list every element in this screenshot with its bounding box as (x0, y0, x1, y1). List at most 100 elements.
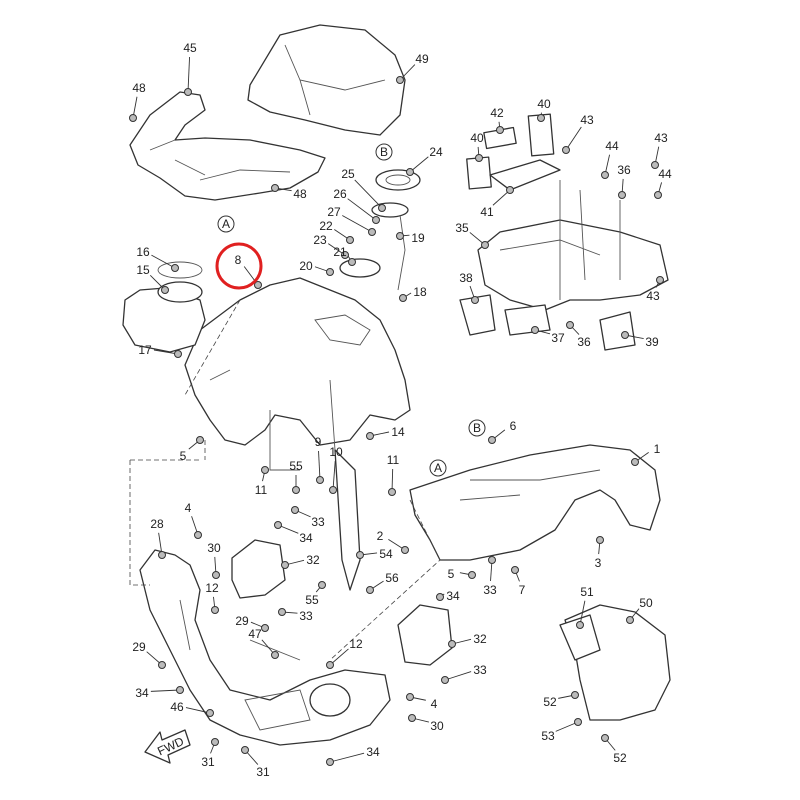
part-center-panel (184, 277, 411, 446)
leader-line (153, 349, 179, 355)
callout-34: 34 (446, 589, 460, 603)
leader-line (444, 671, 472, 681)
leader-line (347, 198, 377, 221)
callout-7: 7 (519, 583, 526, 597)
reference-marker (375, 143, 393, 161)
reference-marker (429, 459, 447, 477)
part-battery-box (477, 219, 669, 311)
fastener-icon (129, 114, 137, 122)
fastener-icon (341, 251, 349, 259)
callout-11: 11 (255, 483, 268, 497)
fastener-icon (654, 191, 662, 199)
fastener-icon (366, 432, 374, 440)
fastener-icon (271, 184, 279, 192)
fastener-icon (326, 661, 334, 669)
fastener-icon (531, 326, 539, 334)
callout-33: 33 (311, 515, 325, 529)
callout-24: 24 (429, 145, 443, 159)
callout-38: 38 (459, 271, 473, 285)
part-front-cowl (129, 91, 326, 201)
callout-40: 40 (537, 97, 551, 111)
callout-54: 54 (379, 547, 393, 561)
callout-41: 41 (480, 205, 494, 219)
callout-26: 26 (333, 187, 347, 201)
fastener-icon (372, 216, 380, 224)
callout-51: 51 (580, 585, 594, 599)
fastener-icon (436, 593, 444, 601)
callout-19: 19 (411, 231, 425, 245)
fastener-icon (261, 624, 269, 632)
highlight-circle (215, 242, 263, 290)
callout-18: 18 (413, 285, 427, 299)
fastener-icon (388, 488, 396, 496)
callout-34: 34 (299, 531, 313, 545)
leader-line (150, 689, 181, 692)
reference-marker (217, 215, 235, 233)
callout-23: 23 (313, 233, 327, 247)
callout-5: 5 (180, 449, 187, 463)
leader-line (187, 56, 191, 93)
fastener-icon (601, 734, 609, 742)
callout-32: 32 (306, 553, 320, 567)
callout-12: 12 (349, 637, 363, 651)
fastener-icon (468, 571, 476, 579)
callout-32: 32 (473, 632, 487, 646)
fastener-icon (316, 476, 324, 484)
callout-29: 29 (132, 640, 146, 654)
fastener-icon (211, 738, 219, 746)
leader-line (354, 179, 383, 209)
callout-33: 33 (483, 583, 497, 597)
callout-2: 2 (377, 529, 384, 543)
callout-12: 12 (205, 581, 219, 595)
fastener-icon (651, 161, 659, 169)
callout-52: 52 (613, 751, 627, 765)
fastener-icon (618, 191, 626, 199)
fastener-icon (212, 571, 220, 579)
callout-33: 33 (299, 609, 313, 623)
leader-line (332, 460, 336, 491)
callout-27: 27 (327, 205, 341, 219)
fastener-icon (601, 171, 609, 179)
fwd-arrow-icon (144, 729, 191, 764)
fastener-icon (158, 551, 166, 559)
callout-46: 46 (170, 700, 184, 714)
callout-16: 16 (136, 245, 150, 259)
fastener-icon (626, 616, 634, 624)
callout-45: 45 (183, 41, 197, 55)
callout-33: 33 (473, 663, 487, 677)
fastener-icon (621, 331, 629, 339)
fastener-icon (281, 561, 289, 569)
fastener-icon (506, 186, 514, 194)
leader-line (185, 707, 211, 714)
fastener-icon (176, 686, 184, 694)
fastener-icon (537, 114, 545, 122)
leader-line (342, 215, 373, 233)
callout-55: 55 (289, 459, 303, 473)
callout-5: 5 (448, 567, 455, 581)
callout-17: 17 (138, 343, 152, 357)
fastener-icon (471, 296, 479, 304)
fastener-icon (196, 436, 204, 444)
callout-10: 10 (329, 445, 343, 459)
fastener-icon (378, 204, 386, 212)
fastener-icon (318, 581, 326, 589)
callout-22: 22 (319, 219, 333, 233)
callout-30: 30 (207, 541, 221, 555)
callout-25: 25 (341, 167, 355, 181)
callout-4: 4 (185, 501, 192, 515)
fastener-icon (475, 154, 483, 162)
part-front-fender (409, 444, 661, 561)
callout-11: 11 (387, 453, 400, 467)
callout-31: 31 (256, 765, 270, 779)
callout-53: 53 (541, 729, 555, 743)
callout-37: 37 (551, 331, 565, 345)
callout-29: 29 (235, 614, 249, 628)
callout-43: 43 (646, 289, 660, 303)
fastener-icon (596, 536, 604, 544)
fastener-icon (194, 531, 202, 539)
callout-9: 9 (315, 435, 322, 449)
callout-47: 47 (248, 627, 262, 641)
callout-31: 31 (201, 755, 215, 769)
callout-15: 15 (136, 263, 150, 277)
